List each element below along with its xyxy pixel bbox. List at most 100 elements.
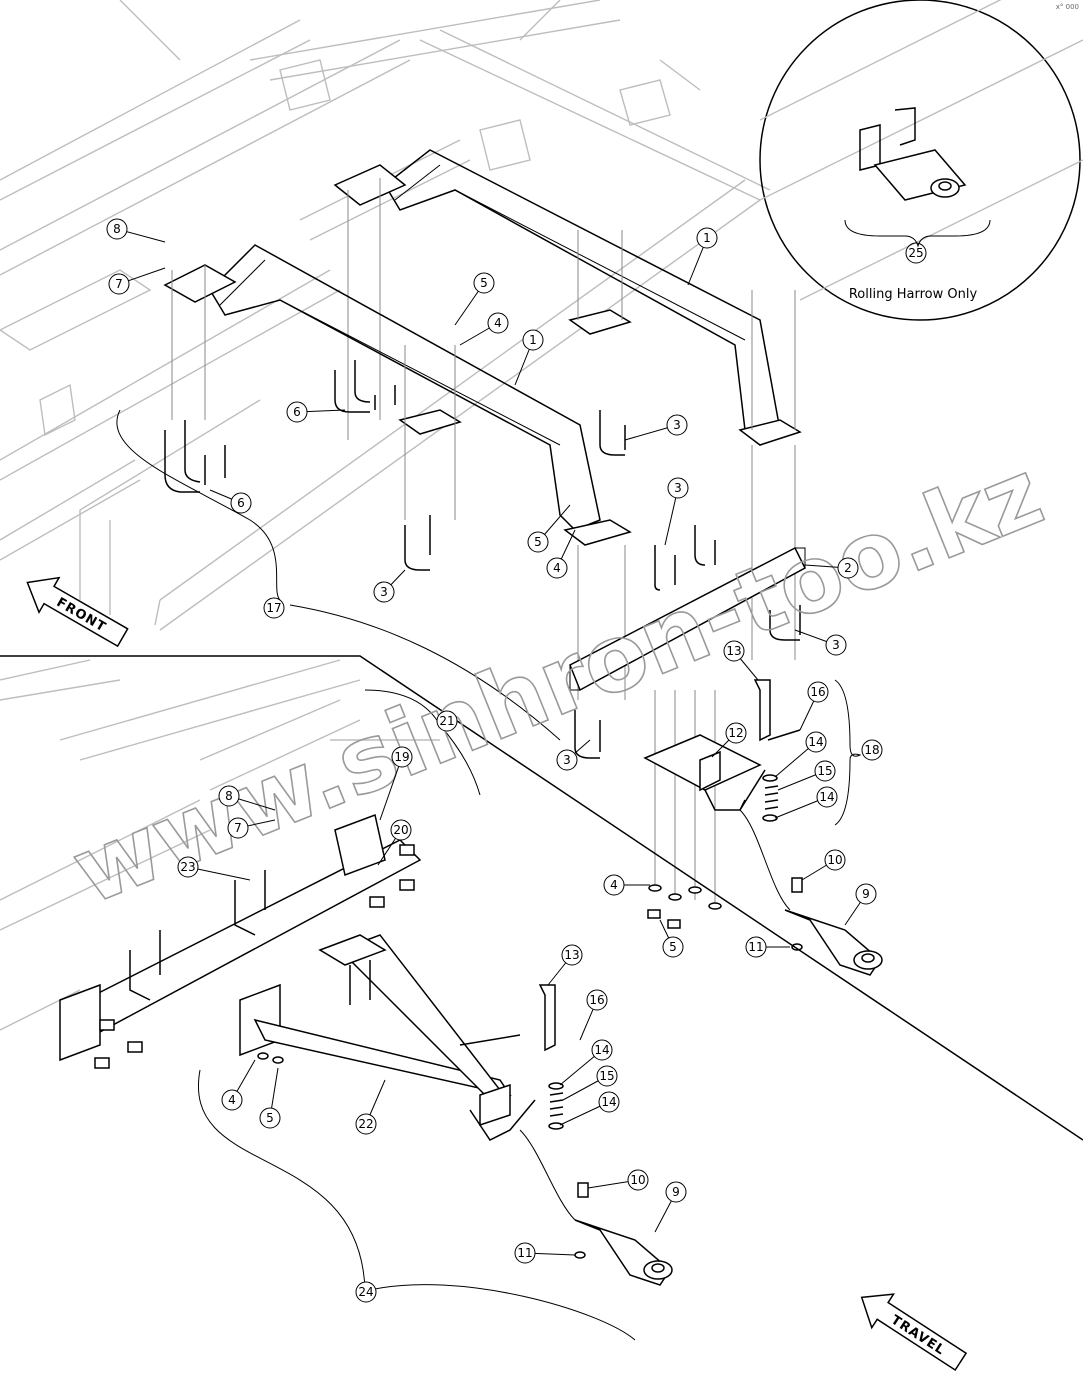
callout-circle	[696, 227, 718, 249]
callout-c17: 17	[263, 597, 285, 619]
callout-c9b: 9	[654, 1181, 687, 1233]
callout-circle	[814, 760, 836, 782]
corner-mark: x° 000	[1056, 3, 1079, 11]
arch-frame-rear	[333, 149, 802, 660]
callout-number: 9	[862, 887, 870, 901]
cross-bar	[569, 546, 806, 692]
callout-circle	[473, 272, 495, 294]
callout-number: 10	[827, 853, 842, 867]
callout-c9a: 9	[844, 883, 877, 926]
callout-c14a: 14	[774, 731, 827, 778]
callout-circle	[221, 1089, 243, 1111]
callout-c5b: 5	[527, 504, 571, 553]
callout-c23: 23	[177, 856, 251, 881]
detail-callout-circle	[905, 242, 927, 264]
implement-frame-background	[0, 0, 771, 631]
detail-circle	[759, 0, 1083, 321]
callout-circle	[816, 786, 838, 808]
callout-c5c: 5	[659, 919, 684, 958]
callout-c3b: 3	[664, 477, 689, 546]
inset-panel	[0, 655, 1083, 1221]
callout-c5a: 5	[454, 272, 495, 326]
callout-circle	[603, 874, 625, 896]
u-bolts	[164, 360, 801, 759]
callout-number: 20	[393, 823, 408, 837]
callout-c3d: 3	[794, 629, 847, 656]
callout-circle	[805, 731, 827, 753]
callout-c3a: 3	[624, 414, 688, 441]
callout-number: 18	[864, 743, 879, 757]
callout-number: 1	[703, 231, 711, 245]
callout-circle	[177, 856, 199, 878]
callout-circle	[487, 312, 509, 334]
front-arrow: FRONT	[26, 576, 129, 648]
callout-c4d: 4	[221, 1059, 256, 1111]
callout-circle	[725, 722, 747, 744]
callout-number: 3	[563, 753, 571, 767]
callout-circle	[373, 581, 395, 603]
callout-c4b: 4	[546, 529, 576, 579]
callout-circle	[745, 936, 767, 958]
callout-number: 22	[358, 1117, 373, 1131]
detail-caption: Rolling Harrow Only	[849, 287, 978, 302]
callout-number: 14	[808, 735, 823, 749]
callout-circle	[807, 681, 829, 703]
callout-c3e: 3	[556, 739, 591, 771]
callout-number: 15	[599, 1069, 614, 1083]
callout-circle	[108, 273, 130, 295]
callout-number: 5	[266, 1111, 274, 1125]
callout-c6b: 6	[209, 489, 252, 514]
callout-c14c: 14	[559, 1039, 613, 1086]
callout-number: 13	[564, 948, 579, 962]
callout-number: 24	[358, 1285, 373, 1299]
callout-circle	[355, 1113, 377, 1135]
callout-number: 4	[494, 316, 502, 330]
callout-number: 4	[553, 561, 561, 575]
callout-circle	[106, 218, 128, 240]
callout-circle	[666, 414, 688, 436]
callout-circle	[723, 640, 745, 662]
callout-number: 14	[601, 1095, 616, 1109]
callout-circle	[218, 785, 240, 807]
callout-circle	[546, 557, 568, 579]
callout-circle	[527, 531, 549, 553]
callout-circle	[667, 477, 689, 499]
callout-circle	[390, 819, 412, 841]
callout-circle	[263, 597, 285, 619]
callout-number: 5	[480, 276, 488, 290]
callout-c10b: 10	[587, 1169, 649, 1191]
callout-circle	[227, 817, 249, 839]
callout-number: 3	[380, 585, 388, 599]
callout-circle	[855, 883, 877, 905]
callout-c21: 21	[436, 710, 458, 732]
callout-c7b: 7	[227, 817, 276, 839]
callout-c12: 12	[711, 722, 747, 758]
callout-c13a: 13	[723, 640, 759, 681]
travel-arrow-actual: TRAVEL	[860, 1293, 968, 1372]
arch-frame-front	[163, 244, 632, 700]
callout-c19: 19	[379, 746, 413, 821]
callout-number: 9	[672, 1185, 680, 1199]
callout-number: 17	[266, 601, 281, 615]
callout-circle	[825, 634, 847, 656]
callout-number: 11	[517, 1246, 532, 1260]
callout-c13b: 13	[547, 944, 583, 986]
callout-c8b: 8	[218, 785, 276, 811]
callout-c15a: 15	[777, 760, 836, 791]
wheel-bracket-lower	[574, 1182, 673, 1286]
callout-number: 2	[844, 561, 852, 575]
callout-number: 14	[819, 790, 834, 804]
callout-circle	[556, 749, 578, 771]
callout-number: 3	[832, 638, 840, 652]
callout-circle	[355, 1281, 377, 1303]
callout-circle	[662, 936, 684, 958]
hardware-stack	[647, 690, 722, 929]
callout-circle	[627, 1169, 649, 1191]
callout-circle	[824, 849, 846, 871]
callout-circle	[861, 739, 883, 761]
callout-number: 14	[594, 1043, 609, 1057]
callout-leader	[187, 866, 251, 881]
callout-circle	[436, 710, 458, 732]
callout-number: 7	[234, 821, 242, 835]
callout-number: 7	[115, 277, 123, 291]
